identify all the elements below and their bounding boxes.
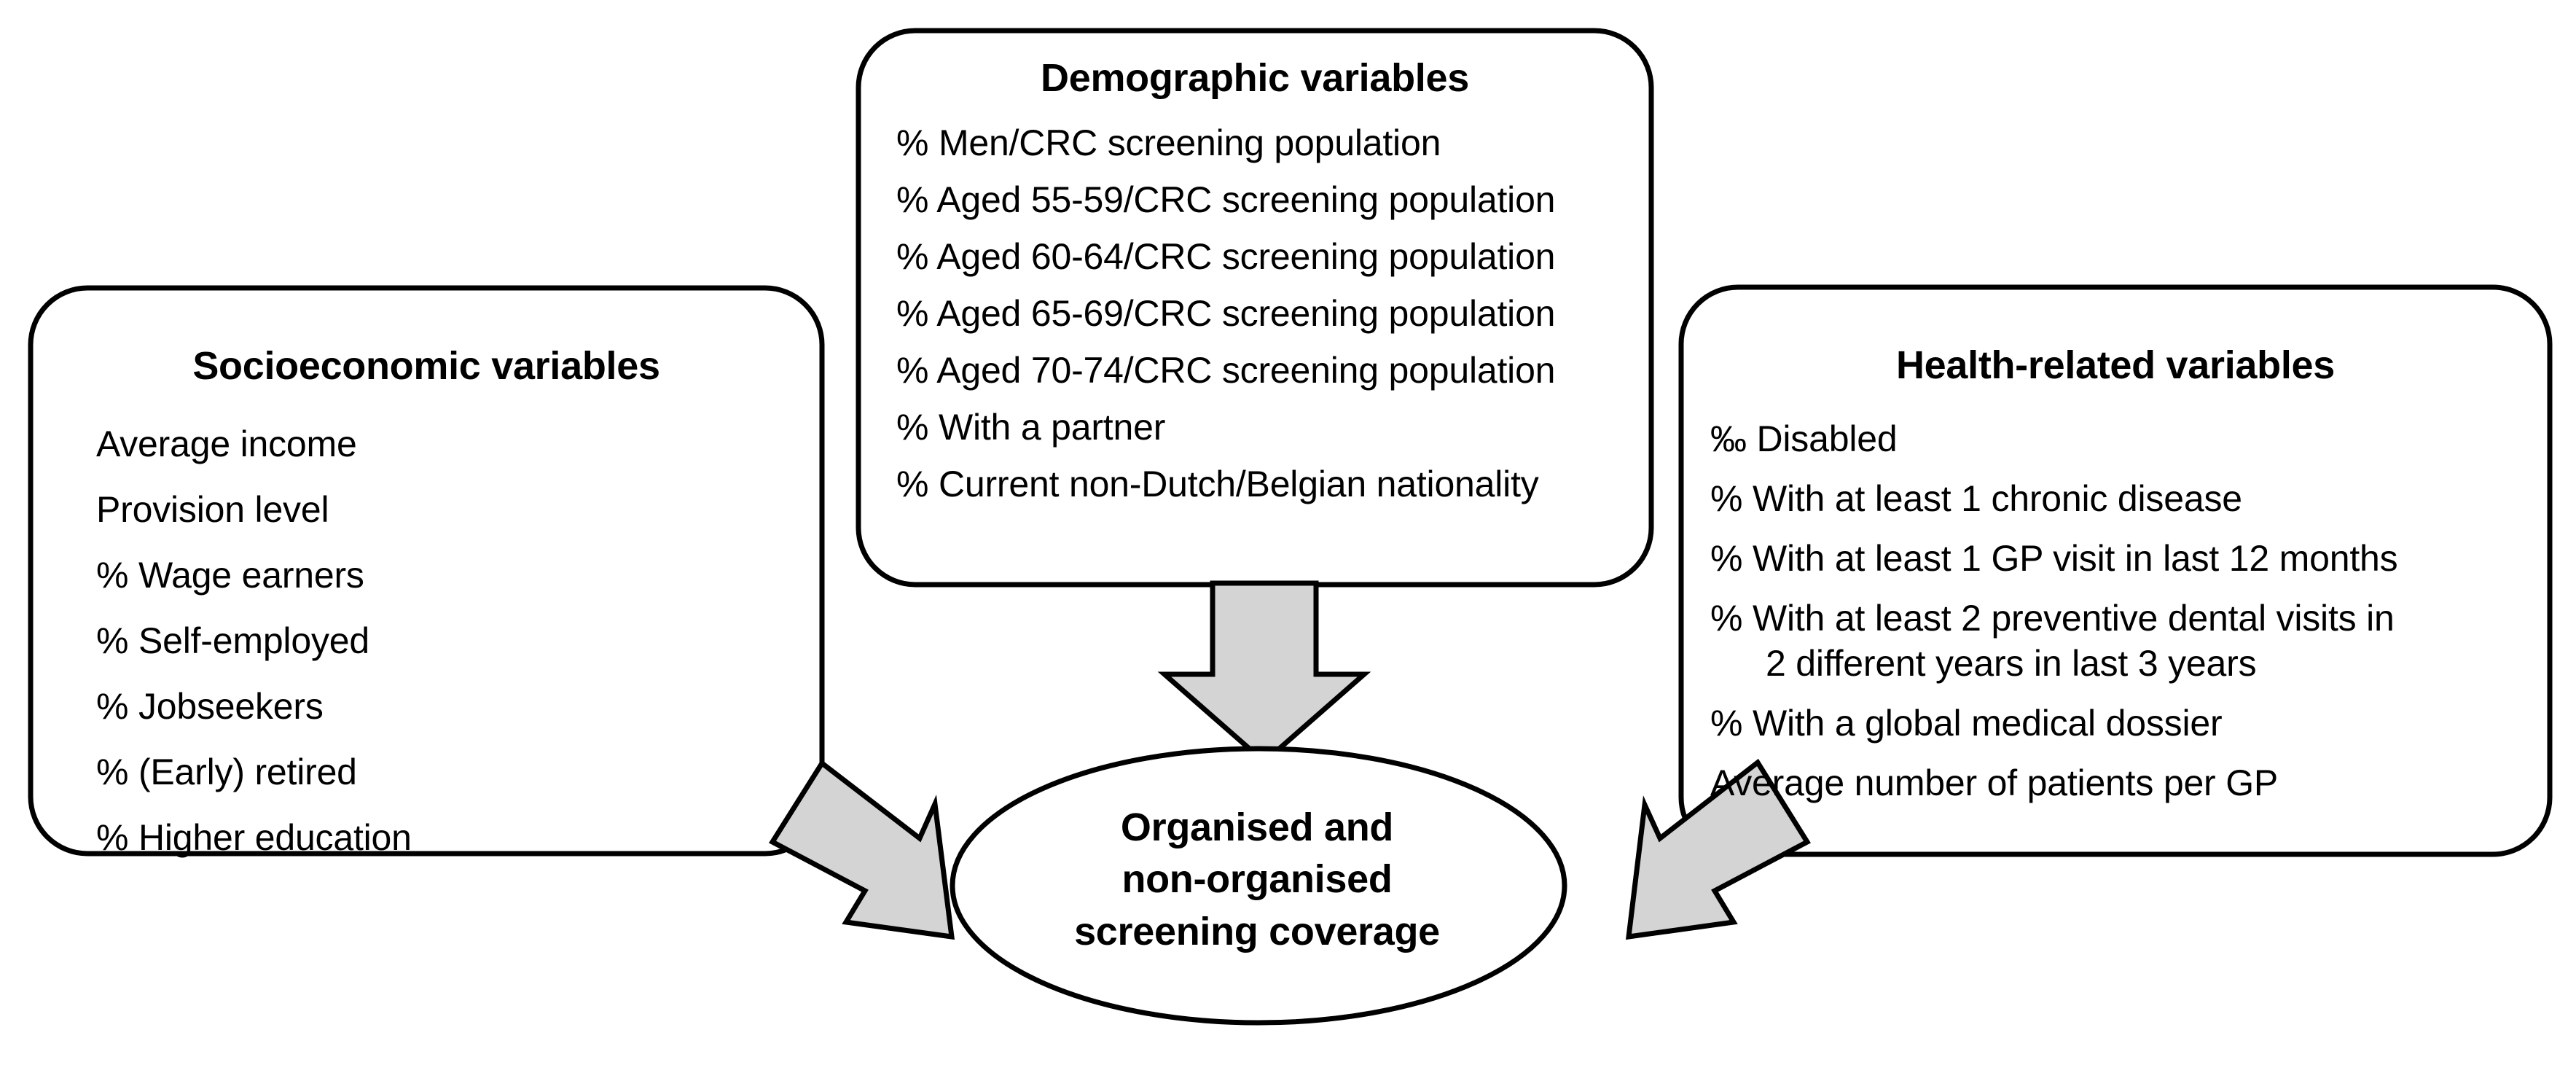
- outcome-ellipse-label: Organised and non-organised screening co…: [962, 802, 1552, 958]
- list-item: ‰ Disabled: [1710, 418, 1898, 459]
- list-item: % Men/CRC screening population: [896, 122, 1441, 163]
- demographic-variable-list: % Men/CRC screening population % Aged 55…: [896, 122, 1651, 504]
- list-item: % With at least 2 preventive dental visi…: [1710, 598, 2395, 639]
- list-item: % Current non-Dutch/Belgian nationality: [896, 464, 1539, 504]
- health-related-variables-box: Health-related variables ‰ Disabled % Wi…: [1681, 287, 2550, 854]
- socioeconomic-box-outline: [28, 285, 825, 857]
- list-item: % Aged 70-74/CRC screening population: [896, 350, 1556, 391]
- list-item: % Self-employed: [96, 620, 369, 661]
- list-item: Average number of patients per GP: [1710, 762, 2279, 803]
- list-item: % Wage earners: [96, 555, 364, 596]
- outcome-line-1: Organised and: [1120, 805, 1394, 849]
- list-item: Provision level: [96, 489, 329, 530]
- health-variable-list: ‰ Disabled % With at least 1 chronic dis…: [1710, 418, 2550, 803]
- health-box-heading: Health-related variables: [1895, 343, 2336, 387]
- list-item: % Aged 65-69/CRC screening population: [896, 293, 1556, 334]
- list-item: % With a partner: [896, 407, 1166, 448]
- health-box-outline: [1678, 284, 2553, 857]
- list-item: % (Early) retired: [96, 752, 357, 792]
- demographic-to-outcome-arrow: [1157, 580, 1371, 765]
- socioeconomic-to-outcome-arrow: [769, 759, 955, 940]
- socioeconomic-variable-list: Average income Provision level % Wage ea…: [96, 424, 822, 858]
- list-item: % Aged 55-59/CRC screening population: [896, 179, 1556, 220]
- outcome-line-3: screening coverage: [1074, 909, 1440, 953]
- health-to-outcome-arrow: [1625, 758, 1811, 940]
- list-item: % With at least 1 chronic disease: [1710, 478, 2242, 519]
- list-item: % Aged 60-64/CRC screening population: [896, 236, 1556, 277]
- demographic-variables-box: Demographic variables % Men/CRC screenin…: [858, 31, 1651, 585]
- list-item-continuation: 2 different years in last 3 years: [1766, 643, 2257, 684]
- list-item: % With a global medical dossier: [1710, 703, 2223, 744]
- socioeconomic-variables-box: Socioeconomic variables Average income P…: [31, 288, 822, 858]
- list-item: % Jobseekers: [96, 686, 324, 727]
- socioeconomic-box-heading: Socioeconomic variables: [192, 344, 660, 388]
- demographic-box-heading: Demographic variables: [1041, 56, 1469, 100]
- list-item: % Higher education: [96, 817, 412, 858]
- list-item: Average income: [96, 424, 357, 464]
- outcome-line-2: non-organised: [1121, 857, 1393, 902]
- list-item: % With at least 1 GP visit in last 12 mo…: [1710, 538, 2398, 579]
- outcome-ellipse-outline: [950, 746, 1567, 1026]
